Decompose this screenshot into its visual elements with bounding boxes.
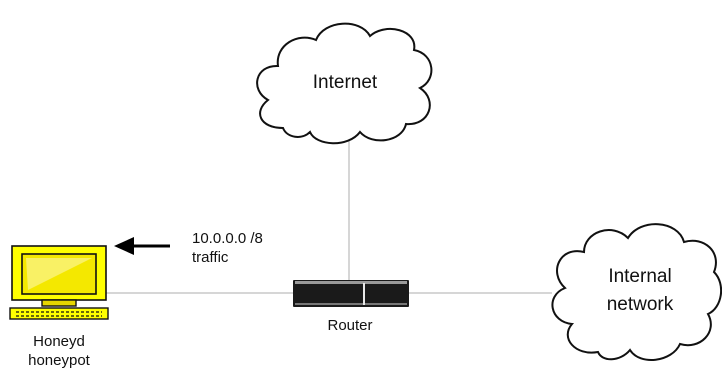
keyboard — [9, 307, 109, 320]
internal-network-cloud: Internal network — [551, 223, 722, 362]
internet-cloud: Internet — [256, 22, 433, 145]
internet-cloud-shape — [256, 22, 433, 145]
traffic-arrow — [114, 237, 170, 255]
traffic-annotation-line2: traffic — [192, 249, 229, 266]
internal-network-label-line1: Internal — [608, 266, 671, 287]
monitor-stand — [41, 299, 77, 307]
traffic-annotation-line1: 10.0.0.0 /8 — [192, 230, 263, 247]
router-top-highlight — [295, 281, 407, 284]
router: Router — [293, 280, 409, 334]
internal-network-label-line2: network — [607, 294, 674, 315]
screen-glare — [26, 258, 92, 290]
router-body — [293, 280, 409, 307]
router-label: Router — [327, 317, 372, 334]
honeypot-label-line2: honeypot — [28, 352, 91, 369]
internal-network-cloud-shape — [551, 223, 722, 362]
router-bottom-edge — [295, 303, 407, 305]
internet-label: Internet — [313, 72, 378, 93]
honeypot-computer: Honeyd honeypot — [9, 245, 109, 369]
arrow-head — [114, 237, 134, 255]
honeypot-label-line1: Honeyd — [33, 333, 85, 350]
